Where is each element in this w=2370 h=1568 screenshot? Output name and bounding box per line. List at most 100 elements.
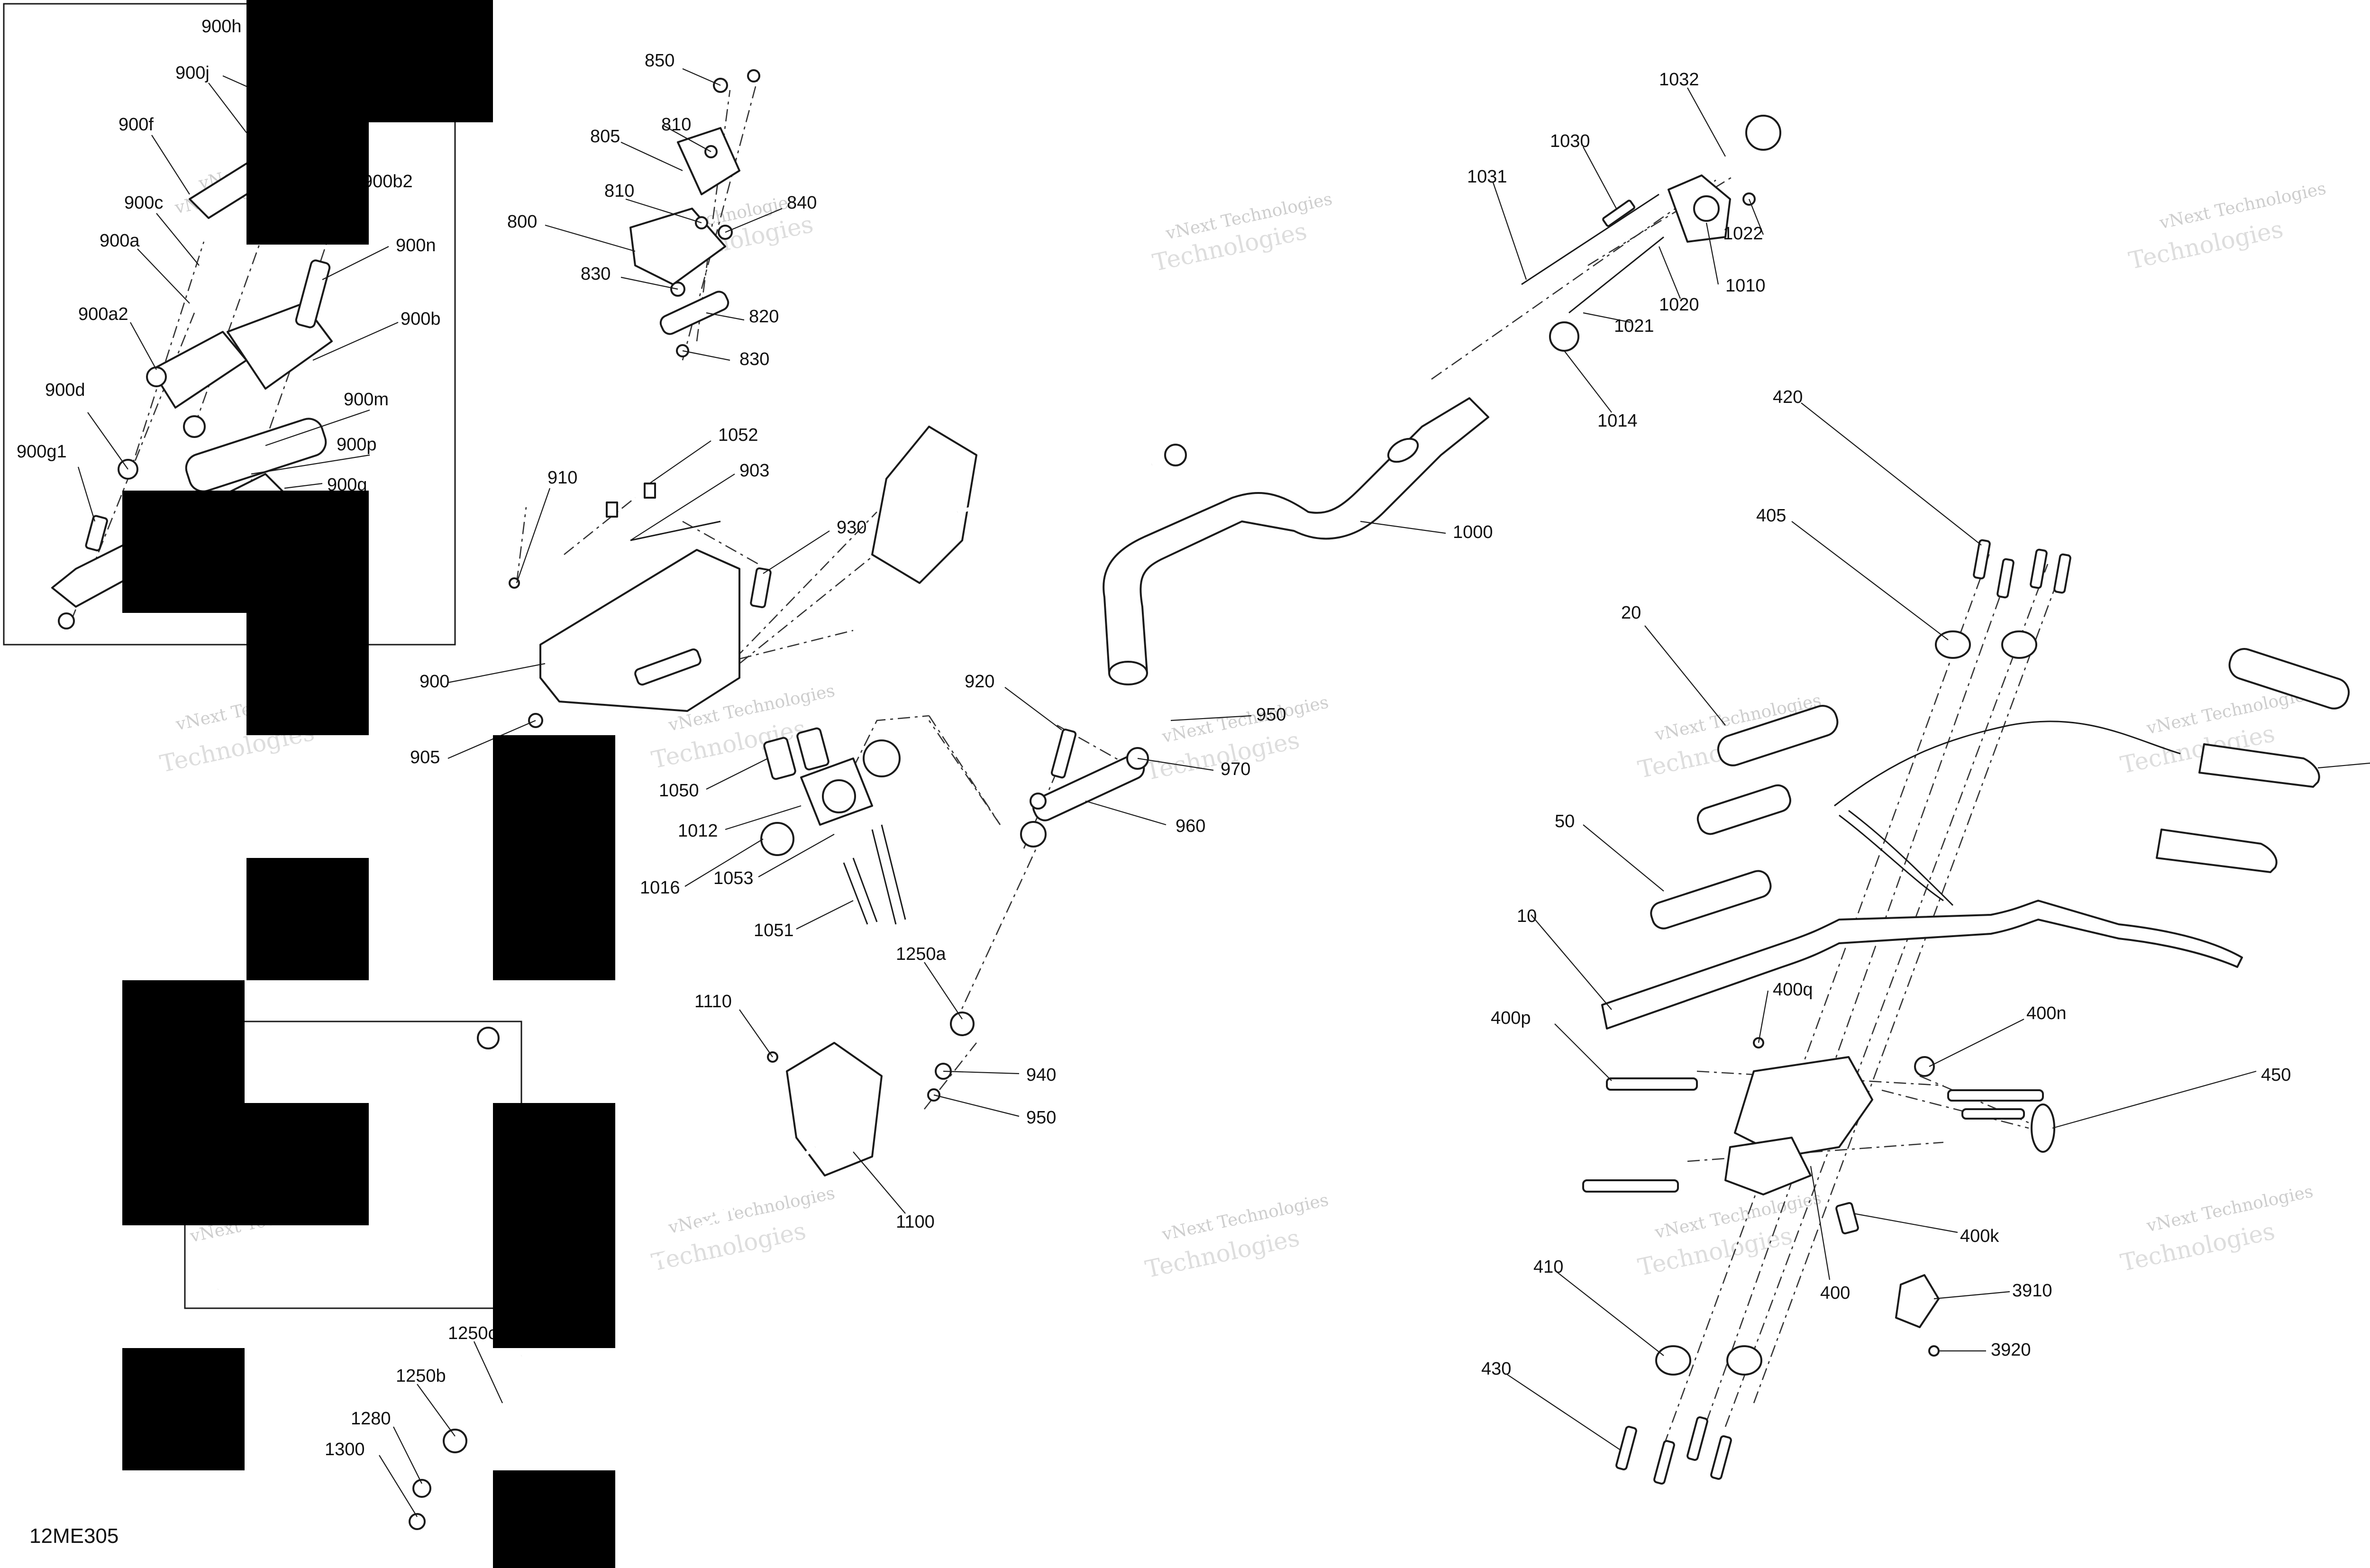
riser-400 [1734, 1056, 1873, 1158]
inset-cable-end [477, 1027, 500, 1049]
callout-1052: 1052 [718, 425, 758, 445]
nut [747, 69, 760, 82]
callout-900h: 900h [201, 17, 242, 36]
diagram-code: 12ME305 [29, 1524, 118, 1548]
callout-950: 950 [1026, 1108, 1056, 1128]
callout-20: 20 [1621, 603, 1641, 623]
handlebar-10 [1601, 900, 2243, 1030]
rod-end [1164, 444, 1187, 466]
callout-1053: 1053 [713, 868, 754, 888]
bolt-right [1947, 1089, 2044, 1102]
callout-1012: 1012 [678, 821, 718, 841]
callout-900b2: 900b2 [363, 172, 413, 191]
parts [51, 69, 2350, 1530]
callout-1280: 1280 [351, 1409, 391, 1429]
callout-1000: 1000 [1453, 522, 1493, 542]
callout-1100: 1100 [896, 1212, 935, 1232]
callout-900: 900 [419, 672, 449, 692]
redaction-block [246, 613, 369, 735]
callout-903: 903 [739, 461, 769, 481]
callout-1010: 1010 [1725, 276, 1766, 296]
redaction-block [246, 122, 369, 245]
link-960-end [1020, 821, 1047, 848]
callout-430: 430 [1481, 1359, 1511, 1379]
plate-805 [677, 127, 740, 195]
bolt-930 [750, 567, 772, 609]
callout-1032: 1032 [1659, 70, 1699, 90]
bushing-1032 [1745, 115, 1781, 151]
callout-810: 810 [604, 181, 634, 201]
callout-400k: 400k [1960, 1226, 1999, 1246]
clamp-1010-bore [1693, 195, 1720, 222]
nut-1052 [606, 501, 618, 518]
sleeve-50 [1650, 870, 1772, 930]
callout-830: 830 [739, 349, 769, 369]
sleeve-1030 [1602, 200, 1635, 227]
callout-1051: 1051 [754, 921, 794, 940]
redaction-block [122, 980, 245, 1225]
tie-rod-inner [957, 463, 1152, 514]
callout-900f: 900f [118, 115, 154, 135]
ring-1014 [1549, 321, 1579, 352]
clamp-410 [1655, 1345, 1691, 1376]
callout-1250a: 1250a [896, 944, 947, 964]
callout-1014: 1014 [1597, 411, 1638, 431]
callout-50: 50 [1555, 811, 1575, 831]
callout-1110: 1110 [694, 992, 732, 1012]
bracket-930 [871, 426, 977, 584]
ring-1016 [863, 739, 901, 777]
callout-405: 405 [1756, 506, 1786, 526]
clamp-410 [1726, 1345, 1762, 1376]
clamp-405 [1935, 630, 1971, 659]
bolt-right [1961, 1108, 2025, 1120]
clamp-405 [2001, 630, 2037, 659]
inset-bracket-left [151, 331, 247, 409]
callout-1250c: 1250c [448, 1323, 497, 1343]
callout-900g1: 900g1 [17, 442, 67, 462]
leader-lines [77, 68, 2370, 1517]
callout-910: 910 [547, 468, 577, 488]
callout-900a: 900a [100, 231, 140, 251]
callout-1020: 1020 [1659, 295, 1699, 315]
bolt-420 [1996, 558, 2014, 599]
callout-820: 820 [749, 307, 779, 327]
redaction-block [493, 1103, 615, 1348]
callout-900j: 900j [175, 63, 210, 83]
redaction-block [493, 1470, 615, 1568]
spring-400k [1835, 1202, 1859, 1235]
bolt-430 [1615, 1426, 1637, 1470]
clamp-bore [822, 779, 856, 813]
redaction-block [245, 1103, 369, 1225]
callout-1016: 1016 [640, 878, 680, 898]
callout-900p: 900p [337, 435, 377, 455]
callout-940: 940 [1026, 1065, 1056, 1085]
callout-410: 410 [1533, 1257, 1563, 1277]
grip-tube [2156, 829, 2278, 873]
callout-1031: 1031 [1467, 167, 1507, 187]
inset-screw [85, 515, 108, 552]
callout-900d: 900d [45, 380, 85, 400]
callout-840: 840 [787, 193, 817, 213]
screw-910 [509, 577, 520, 589]
inset-bolt [295, 259, 331, 328]
callout-930: 930 [837, 518, 866, 538]
callout-3910: 3910 [2012, 1281, 2052, 1301]
grip-25 [2198, 743, 2320, 788]
redaction-block [246, 858, 369, 980]
callout-420: 420 [1773, 387, 1803, 407]
bolt-1021 [1568, 236, 1664, 314]
callout-960: 960 [1176, 816, 1205, 836]
inset-washer [146, 366, 167, 387]
nut-1052 [644, 483, 656, 499]
callout-900m: 900m [344, 390, 389, 410]
redaction-block [493, 735, 615, 980]
callout-400q: 400q [1773, 980, 1813, 1000]
bolt-1031 [1521, 193, 1659, 285]
bushing-1050 [763, 737, 796, 780]
callout-3920: 3920 [1991, 1340, 2031, 1360]
bolt-400p [1606, 1077, 1698, 1091]
cable-end-1250a [950, 1012, 975, 1036]
inset-washer [58, 612, 75, 629]
callout-1300: 1300 [325, 1440, 365, 1459]
